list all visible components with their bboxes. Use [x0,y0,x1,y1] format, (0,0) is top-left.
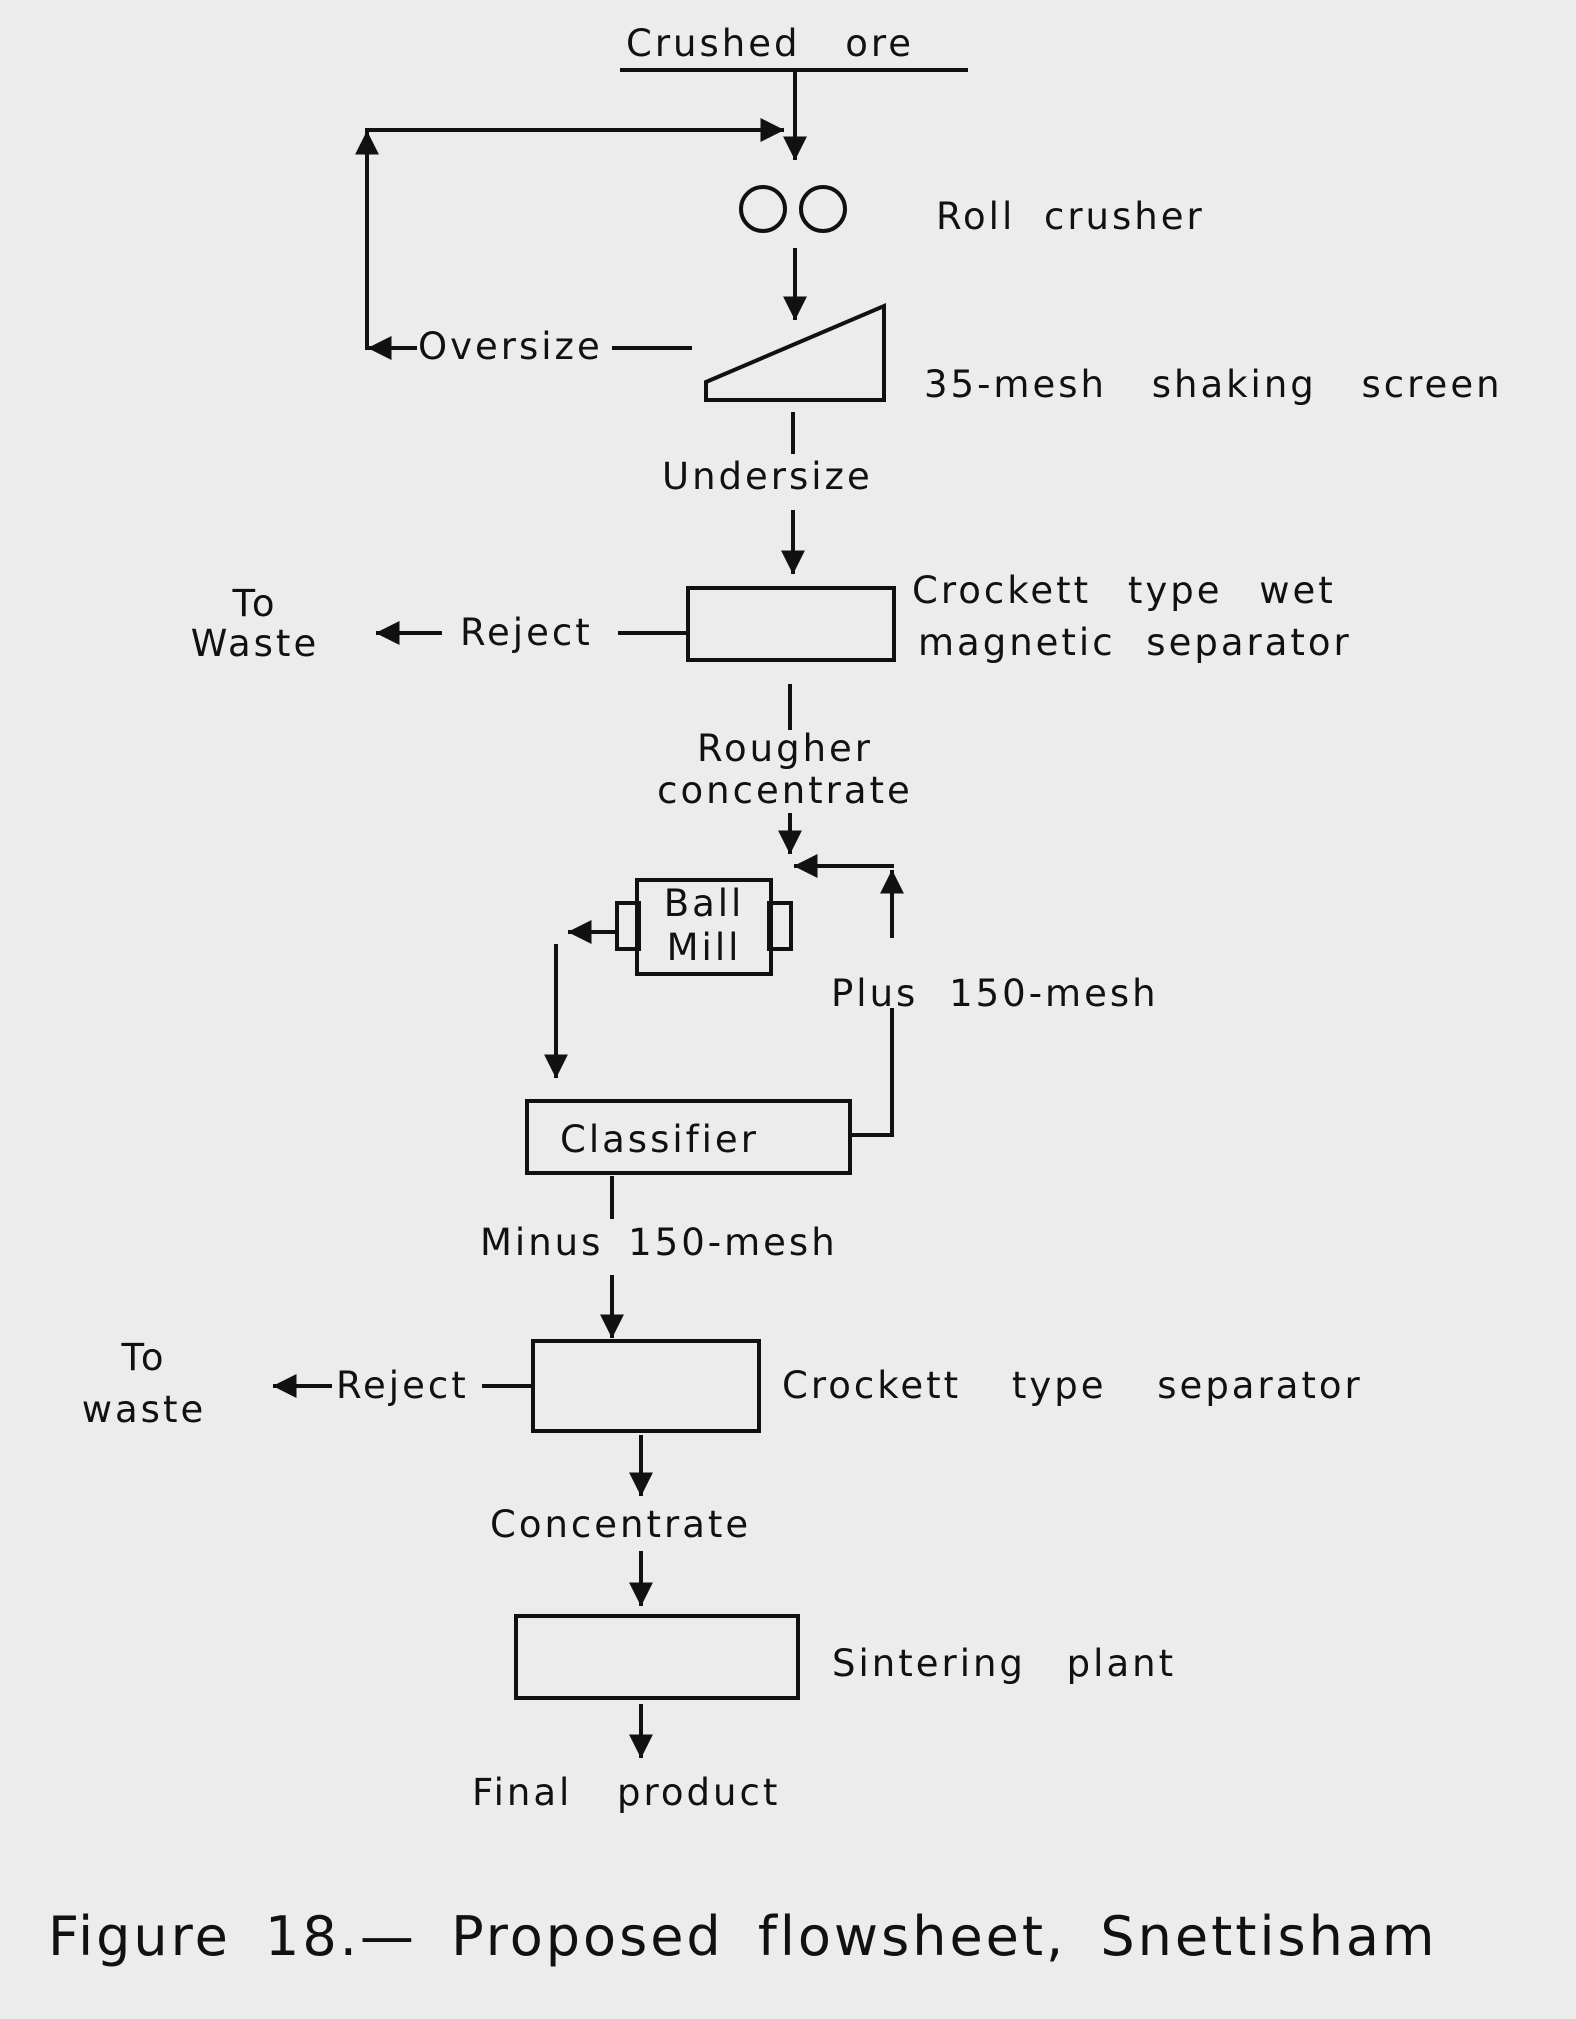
plus-150-return-line [850,1008,894,1137]
oversize-return-loop [365,131,377,350]
plus-150-label: Plus 150-mesh [831,972,1159,1015]
rougher-concentrate-label: Rougher concentrate [657,727,913,812]
wet-magnetic-separator-box [686,586,896,662]
roll-crusher-label: Roll crusher [936,195,1205,238]
sintering-plant-box [514,1614,800,1700]
final-product-label: Final product [472,1771,781,1814]
classifier-label: Classifier [560,1118,759,1161]
wet-separator-label-line1: Crockett type wet [912,569,1336,612]
reject-1-label: Reject [460,611,593,654]
oversize-label: Oversize [418,325,603,368]
crockett-separator-box [531,1339,761,1433]
wet-separator-label-line2: magnetic separator [918,621,1352,664]
sintering-plant-label: Sintering plant [832,1642,1177,1685]
reject-2-label: Reject [336,1364,469,1407]
shaking-screen-icon [704,302,886,402]
to-waste-2-label: To waste [81,1336,207,1431]
figure-caption: Figure 18.— Proposed flowsheet, Snettish… [48,1905,1438,1968]
ball-mill-icon [615,878,793,976]
classifier-box [525,1099,852,1175]
undersize-label: Undersize [662,455,873,498]
to-waste-1-label: To Waste [190,582,320,665]
concentrate-label: Concentrate [490,1503,752,1546]
shaking-screen-label: 35-mesh shaking screen [924,363,1503,406]
minus-150-label: Minus 150-mesh [480,1221,838,1264]
roll-crusher-icon [739,185,847,233]
ball-mill-label: Ball Mill [663,882,745,969]
crockett-separator-label: Crockett type separator [782,1364,1363,1407]
crushed-ore-label: Crushed ore [626,22,915,65]
